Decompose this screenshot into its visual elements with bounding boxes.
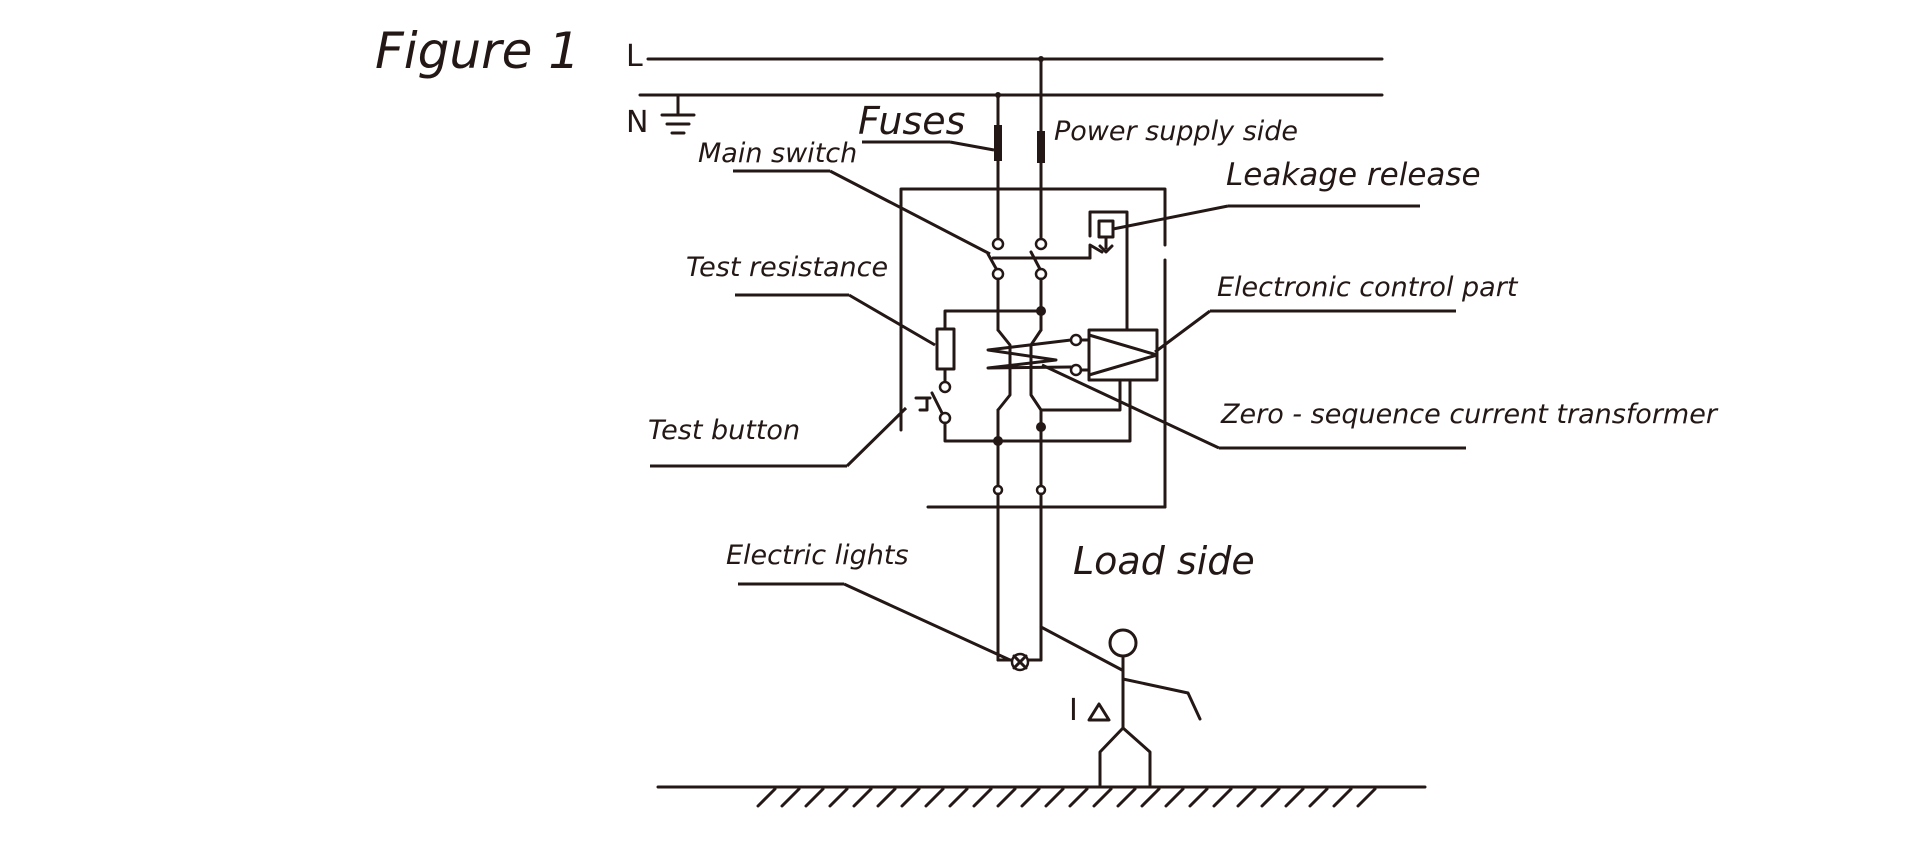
hatch-mark (1164, 787, 1185, 808)
fuse-neutral (994, 125, 1002, 161)
leakage-release (1088, 210, 1129, 332)
main-switch (986, 237, 1104, 281)
label-test-button: Test button (648, 415, 800, 446)
hatch-mark (804, 787, 825, 808)
label-zero-sequence-ct: Zero - sequence current transformer (1220, 399, 1719, 430)
test-resistance (935, 327, 956, 371)
rcd-enclosure (899, 187, 1167, 432)
hatch-mark (1092, 787, 1113, 808)
hatch-mark (1068, 787, 1089, 808)
hatch-mark (996, 787, 1017, 808)
label-leakage-release: Leakage release (1226, 157, 1481, 193)
label-power-supply-side: Power supply side (1054, 116, 1298, 147)
hatch-mark (1284, 787, 1305, 808)
lamp-icon (1010, 652, 1030, 672)
hatch-mark (756, 787, 777, 808)
hatch-mark (1260, 787, 1281, 808)
hatch-mark (1044, 787, 1065, 808)
hatch-mark (852, 787, 873, 808)
hatch-mark (900, 787, 921, 808)
hatch-mark (828, 787, 849, 808)
hatch-mark (1020, 787, 1041, 808)
hatch-mark (1188, 787, 1209, 808)
hatch-mark (1116, 787, 1137, 808)
hatch-mark (1308, 787, 1329, 808)
hatch-mark (972, 787, 993, 808)
zero-sequence-transformer (986, 333, 1091, 377)
figure-title: Figure 1 (375, 22, 580, 80)
hatch-mark (948, 787, 969, 808)
label-electronic-control-part: Electronic control part (1217, 272, 1519, 303)
neutral-through-ct (996, 328, 1012, 412)
neutral-line-label: N (626, 105, 648, 140)
ground-hatching (756, 787, 1377, 808)
ground-icon (660, 93, 696, 135)
person-icon (1039, 625, 1202, 787)
hatch-mark (1356, 787, 1377, 808)
label-electric-lights: Electric lights (726, 540, 909, 571)
electronic-control-part (1036, 328, 1159, 443)
fuse-live (1037, 131, 1045, 163)
live-line-label: L (626, 39, 643, 74)
test-circuit (914, 306, 1046, 446)
hatch-mark (876, 787, 897, 808)
delta-icon (1087, 702, 1111, 722)
label-fuses: Fuses (858, 99, 965, 143)
label-test-resistance: Test resistance (686, 252, 888, 283)
label-load-side: Load side (1073, 539, 1255, 583)
hatch-mark (1212, 787, 1233, 808)
hatch-mark (1140, 787, 1161, 808)
hatch-mark (780, 787, 801, 808)
leakage-current-label: I (1069, 693, 1078, 728)
live-through-ct (1029, 328, 1043, 412)
hatch-mark (1236, 787, 1257, 808)
hatch-mark (1332, 787, 1353, 808)
hatch-mark (924, 787, 945, 808)
label-main-switch: Main switch (698, 138, 857, 169)
